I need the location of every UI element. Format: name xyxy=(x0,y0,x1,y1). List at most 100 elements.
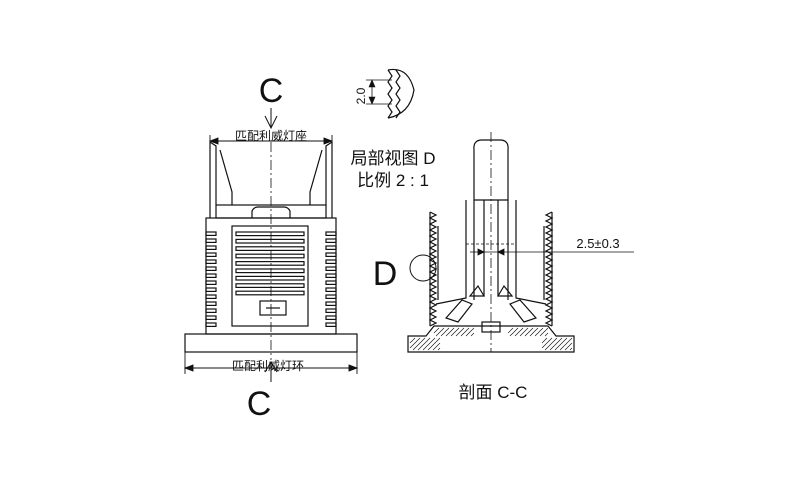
section-pin xyxy=(473,139,509,201)
thread-rib-right xyxy=(325,238,337,244)
hatch-line xyxy=(455,327,465,337)
thread-rib-right xyxy=(325,287,337,293)
front-top-slot xyxy=(251,206,291,218)
hatch-line xyxy=(564,342,573,351)
front-view xyxy=(184,141,358,360)
section-mark-bottom: C xyxy=(247,385,272,423)
hatch-line xyxy=(539,327,549,337)
thread-rib-right xyxy=(325,252,337,258)
hatch-line xyxy=(409,337,416,344)
hatch-line xyxy=(437,347,441,351)
hatch-line xyxy=(470,332,475,337)
grille-bar xyxy=(235,246,305,252)
hatch-line xyxy=(465,327,475,337)
hatch-line xyxy=(417,337,431,351)
thread-rib-left xyxy=(205,322,217,328)
section-title: 剖面 C-C xyxy=(459,383,528,402)
thread-rib-left xyxy=(205,259,217,265)
grille-bar xyxy=(235,290,305,296)
section-hatch xyxy=(409,327,573,351)
thread-rib-left xyxy=(205,245,217,251)
hatch-line xyxy=(514,327,524,337)
thread-rib-left xyxy=(205,252,217,258)
hatch-line xyxy=(509,327,519,337)
grille-bar xyxy=(235,283,305,288)
hatch-line xyxy=(409,337,421,349)
hatch-line xyxy=(445,327,455,337)
hatch-line xyxy=(544,332,549,337)
section-threads xyxy=(428,211,554,327)
front-label-plate xyxy=(259,300,287,316)
dimension-bottom xyxy=(183,352,359,374)
hatch-line xyxy=(432,342,441,351)
dimension-gap-label: 2.5±0.3 xyxy=(576,236,619,251)
section-view xyxy=(407,132,575,353)
thread-rib-left xyxy=(205,231,217,237)
hatch-line xyxy=(440,327,450,337)
section-line xyxy=(264,108,278,382)
thread-rib-left xyxy=(205,280,217,286)
thread-rib-right xyxy=(325,273,337,279)
dimension-top xyxy=(208,135,334,146)
thread-rib-left xyxy=(205,308,217,314)
front-threads xyxy=(205,231,337,328)
hatch-line xyxy=(460,327,470,337)
thread-rib-right xyxy=(325,308,337,314)
hatch-line xyxy=(427,337,441,351)
hatch-line xyxy=(507,327,514,334)
section-mark-top: C xyxy=(259,72,284,110)
grille-bar xyxy=(235,231,305,237)
hatch-line xyxy=(541,337,553,349)
front-grille xyxy=(235,231,305,296)
thread-rib-left xyxy=(205,301,217,307)
hatch-line xyxy=(544,337,558,351)
hatch-line xyxy=(529,327,539,337)
detail-view-scale: 比例 2 : 1 xyxy=(357,171,429,190)
hatch-line xyxy=(554,337,568,351)
thread-rib-right xyxy=(325,301,337,307)
hatch-line xyxy=(412,337,426,351)
grille-bar xyxy=(235,238,305,244)
thread-rib-left xyxy=(205,287,217,293)
detail-view-title: 局部视图 D xyxy=(351,149,436,168)
front-window xyxy=(231,225,309,327)
thread-rib-left xyxy=(205,273,217,279)
thread-rib-right xyxy=(325,231,337,237)
hatch-line xyxy=(450,327,460,337)
thread-rib-left xyxy=(205,266,217,272)
grille-bar xyxy=(235,275,305,281)
hatch-line xyxy=(435,327,445,337)
thread-rib-left xyxy=(205,315,217,321)
front-left-clip xyxy=(209,141,217,205)
grille-bar xyxy=(235,261,305,266)
grille-bar xyxy=(235,253,305,259)
front-right-clip xyxy=(325,141,333,205)
hatch-line xyxy=(534,327,544,337)
thread-rib-right xyxy=(325,294,337,300)
detail-circle xyxy=(409,254,437,282)
detail-view xyxy=(366,68,415,119)
thread-rib-left xyxy=(205,294,217,300)
thread-rib-right xyxy=(325,280,337,286)
thread-rib-right xyxy=(325,266,337,272)
section-thread-profile xyxy=(544,211,554,327)
hatch-line xyxy=(519,327,529,337)
thread-rib-right xyxy=(325,315,337,321)
section-thread-profile xyxy=(428,211,438,327)
hatch-line xyxy=(524,327,534,337)
hatch-line xyxy=(541,337,548,344)
detail-marker: D xyxy=(373,255,398,293)
hatch-line xyxy=(569,347,573,351)
thread-rib-right xyxy=(325,259,337,265)
hatch-line xyxy=(549,337,563,351)
section-base xyxy=(407,325,575,353)
lamp-holder-fit-label: 匹配利威灯座 xyxy=(235,128,307,143)
thread-rib-left xyxy=(205,238,217,244)
thread-rib-right xyxy=(325,245,337,251)
dimension-pitch-label: 2.0 xyxy=(354,87,368,104)
grille-bar xyxy=(235,268,305,274)
hatch-line xyxy=(422,337,436,351)
thread-rib-right xyxy=(325,322,337,328)
lamp-ring-fit-label: 匹配利威灯环 xyxy=(232,359,304,373)
